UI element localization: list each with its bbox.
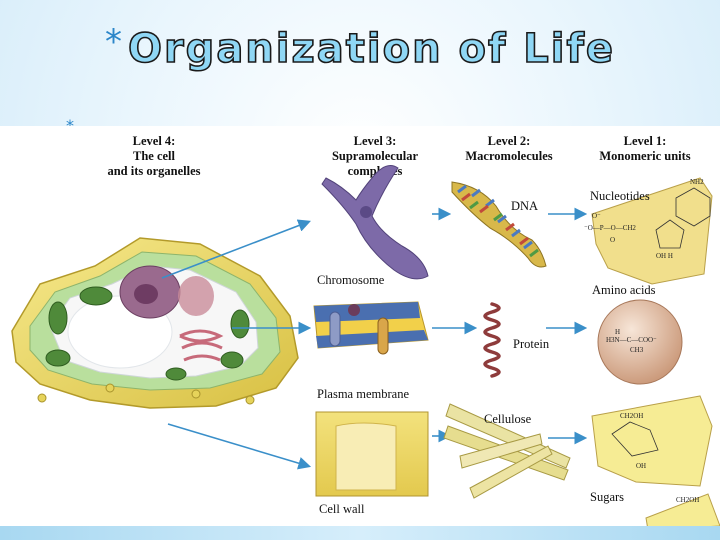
- label-dna: DNA: [511, 199, 538, 213]
- svg-text:CH2OH: CH2OH: [620, 412, 643, 420]
- svg-text:O⁻: O⁻: [592, 212, 601, 220]
- svg-text:OH: OH: [636, 462, 646, 470]
- cellulose-illustration: Cellulose: [443, 403, 571, 499]
- label-cell-wall: Cell wall: [319, 502, 365, 516]
- organization-figure: Level 4: The cell and its organelles Lev…: [0, 126, 720, 530]
- sugars-illustration: CH2OH OH CH2OH Sugars: [590, 395, 720, 530]
- arrow-cell-to-wall: [167, 423, 312, 470]
- bullet-marker: *: [66, 116, 74, 135]
- header-level2-line2: Macromolecules: [465, 149, 552, 163]
- svg-text:H3N—C—COO⁻: H3N—C—COO⁻: [606, 336, 657, 344]
- cell-wall-panel-illustration: Cell wall: [315, 411, 429, 516]
- protein-illustration: Protein: [483, 302, 550, 378]
- label-cellulose: Cellulose: [484, 412, 532, 426]
- arrow-cell-to-chromosome: [161, 219, 311, 279]
- chromosome-illustration: Chromosome: [317, 165, 429, 287]
- header-level1-line2: Monomeric units: [599, 149, 690, 163]
- header-level4-line2: The cell: [133, 149, 176, 163]
- header-level2-title: Level 2:: [488, 134, 531, 148]
- header-level4-line3: and its organelles: [107, 164, 200, 178]
- svg-text:OH H: OH H: [656, 252, 673, 260]
- svg-text:CH3: CH3: [630, 346, 644, 354]
- header-level3-title: Level 3:: [354, 134, 397, 148]
- title-asterisk: *: [104, 22, 122, 62]
- label-chromosome: Chromosome: [317, 273, 385, 287]
- slide-bottom-bar: [0, 526, 720, 540]
- label-amino-acids: Amino acids: [592, 283, 656, 297]
- header-level1: Level 1: Monomeric units: [599, 134, 690, 163]
- header-level3: Level 3: Supramolecular complexes: [332, 134, 419, 178]
- svg-text:H: H: [615, 328, 620, 336]
- amino-acids-illustration: Amino acids H H3N—C—COO⁻ CH3: [592, 283, 683, 385]
- label-sugars: Sugars: [590, 490, 624, 504]
- plasma-membrane-illustration: Plasma membrane: [313, 301, 429, 401]
- svg-text:NH2: NH2: [690, 178, 704, 186]
- header-level3-line2: Supramolecular: [332, 149, 419, 163]
- header-level4: Level 4: The cell and its organelles: [107, 134, 200, 178]
- header-level2: Level 2: Macromolecules: [465, 134, 552, 163]
- plant-cell-illustration: [11, 237, 299, 409]
- svg-text:CH2OH: CH2OH: [676, 496, 699, 504]
- nucleotides-illustration: Nucleotides O⁻ ⁻O—P—O—CH2 O NH2 OH H: [584, 177, 713, 285]
- label-plasma-membrane: Plasma membrane: [317, 387, 409, 401]
- header-level4-title: Level 4:: [133, 134, 176, 148]
- slide-title: Organization of Life: [127, 25, 616, 73]
- dna-illustration: DNA: [451, 181, 547, 268]
- header-level1-title: Level 1:: [624, 134, 667, 148]
- slide-title-row: * Organization of Life: [0, 14, 720, 84]
- label-nucleotides: Nucleotides: [590, 189, 650, 203]
- label-protein: Protein: [513, 337, 550, 351]
- figure-svg: Level 4: The cell and its organelles Lev…: [11, 134, 720, 530]
- svg-text:O: O: [610, 236, 615, 244]
- svg-text:⁻O—P—O—CH2: ⁻O—P—O—CH2: [584, 224, 636, 232]
